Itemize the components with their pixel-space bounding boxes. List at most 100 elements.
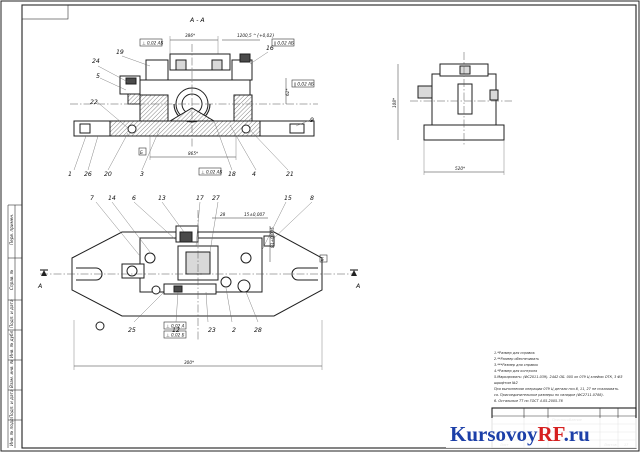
- plan-pin: [95, 321, 105, 331]
- tolerance-frame-text: ⊥ 0,02 А: [166, 324, 185, 329]
- clamp-nut-right: [211, 59, 223, 71]
- plan-bolt: [237, 279, 251, 293]
- slot-right: [291, 267, 318, 281]
- side-label: Подп. и дата: [9, 299, 14, 328]
- callout-5: 5: [96, 73, 100, 80]
- top-corner-stamp: [21, 4, 69, 20]
- side-knob-right: [489, 89, 499, 101]
- plan-nut: [126, 265, 138, 277]
- dim-plan-offset: 28: [220, 212, 226, 217]
- note-line: 1.*Размер для справок: [494, 351, 536, 355]
- callout-8: 8: [310, 195, 314, 202]
- plan-lower-bar: [163, 283, 217, 295]
- callout-14: 14: [108, 195, 116, 202]
- section-title: А - А: [189, 17, 205, 24]
- callout-1: 1: [68, 171, 72, 178]
- plan-bolt: [151, 285, 161, 295]
- callout-13: 13: [158, 195, 166, 202]
- dim-top-right: 1200,5 ^{+0,02}: [237, 33, 275, 38]
- callout-2: 2: [232, 327, 236, 334]
- front-leaders: [73, 51, 311, 171]
- side-label: Инв. № дубл.: [9, 329, 14, 358]
- side-pillar: [457, 83, 473, 115]
- callout-20: 20: [104, 171, 112, 178]
- tolerance-frame-text: ∥ 0,02 АБ: [274, 41, 294, 46]
- callout-24: 24: [92, 58, 100, 65]
- technical-notes: 1.*Размер для справок 2.**Размер обеспеч…: [494, 351, 623, 403]
- base-lug-left: [79, 123, 91, 134]
- datum-letter: Б: [140, 150, 143, 155]
- callout-7: 7: [90, 195, 94, 202]
- front-section-view: А - А ⊥ 0,02 АБ ∥ 0,02 АБ 386* 1200,5 ^{…: [68, 17, 318, 178]
- left-upper-block: [145, 59, 169, 81]
- side-label: Перв. примен.: [9, 214, 14, 245]
- note-line: 4.*Размер для контроля: [494, 369, 537, 373]
- callout-16: 16: [266, 45, 274, 52]
- plan-leaders: [95, 201, 313, 323]
- side-label: Взам. инв. №: [9, 359, 14, 388]
- plan-key: [173, 285, 183, 293]
- plan-bolt: [240, 252, 252, 264]
- body-left-section: [139, 94, 169, 122]
- note-line: 2.**Размер обеспечивать: [494, 357, 539, 361]
- tolerance-frame: [163, 330, 187, 339]
- callout-25: 25: [128, 327, 136, 334]
- callout-21: 21: [286, 171, 294, 178]
- note-line: 5.Маркировать: (ФС2011-039). 24А2 ОБ. 00…: [494, 375, 623, 379]
- tolerance-frame: [291, 79, 315, 88]
- left-screw-head: [125, 77, 137, 85]
- locating-pin: [127, 124, 137, 134]
- side-label: Инв. № подл.: [9, 417, 14, 446]
- watermark-logo: KursovoyRF.ru: [450, 422, 590, 446]
- callout-26: 26: [84, 171, 92, 178]
- datum-box-plan: [319, 254, 328, 263]
- callout-12: 12: [172, 327, 180, 334]
- section-letter-left: А: [37, 283, 42, 290]
- callout-4: 4: [252, 171, 256, 178]
- datum-box: [138, 147, 147, 156]
- tolerance-frame-text: ⊥ 0,02 АБ: [142, 41, 163, 46]
- locating-pin: [241, 124, 251, 134]
- section-arrow-right: [351, 270, 357, 276]
- watermark-backdrop: [446, 418, 638, 448]
- left-binding-strip: Перв. примен. Справ. № Подп. и дата Инв.…: [7, 204, 22, 448]
- callout-18: 18: [228, 171, 236, 178]
- side-view: 108* 520*: [392, 52, 512, 175]
- datum-letter-plan: Б: [321, 257, 324, 262]
- note-line: шрифтом №2: [494, 381, 518, 385]
- clamp-nut-left: [175, 59, 187, 71]
- side-screw: [459, 65, 471, 75]
- dim-top-left: 386*: [185, 33, 195, 38]
- side-label: Справ. №: [9, 269, 14, 290]
- dim-plan-total: 300*: [184, 360, 194, 365]
- base-lug-right: [289, 123, 305, 134]
- callout-15: 15: [284, 195, 292, 202]
- watermark-part-3: .ru: [564, 422, 591, 446]
- tolerance-frame: [163, 321, 187, 330]
- callout-6: 6: [132, 195, 136, 202]
- callout-17: 17: [196, 195, 204, 202]
- callout-22: 22: [90, 99, 98, 106]
- side-knob-left: [417, 85, 433, 99]
- section-letter-right: А: [355, 283, 360, 290]
- note-line: 3.***Размер для справок: [494, 363, 539, 367]
- dim-side-width: 520*: [455, 166, 465, 171]
- tolerance-frame-text: ⊥ 0,02 АБ: [201, 170, 222, 175]
- plan-screw-head: [179, 231, 193, 243]
- dim-plan-height: 83±0,005: [270, 227, 275, 248]
- right-upper-block: [231, 59, 253, 81]
- watermark-part-1: Kursovoy: [450, 422, 538, 446]
- dim-side-height: 108*: [392, 98, 397, 108]
- callout-27: 27: [212, 195, 220, 202]
- right-screw-head: [239, 53, 251, 63]
- tolerance-frame: [139, 38, 163, 47]
- section-arrow-left: [41, 270, 47, 276]
- dim-plan-right: 15±0,007: [244, 212, 265, 217]
- callout-9: 9: [310, 117, 314, 124]
- callout-3: 3: [140, 171, 144, 178]
- note-line: 6. Остальные ТТ по ГОСТ 4.05-2005-76: [494, 399, 563, 403]
- tolerance-frame: [198, 167, 222, 176]
- plan-bolt: [220, 276, 232, 288]
